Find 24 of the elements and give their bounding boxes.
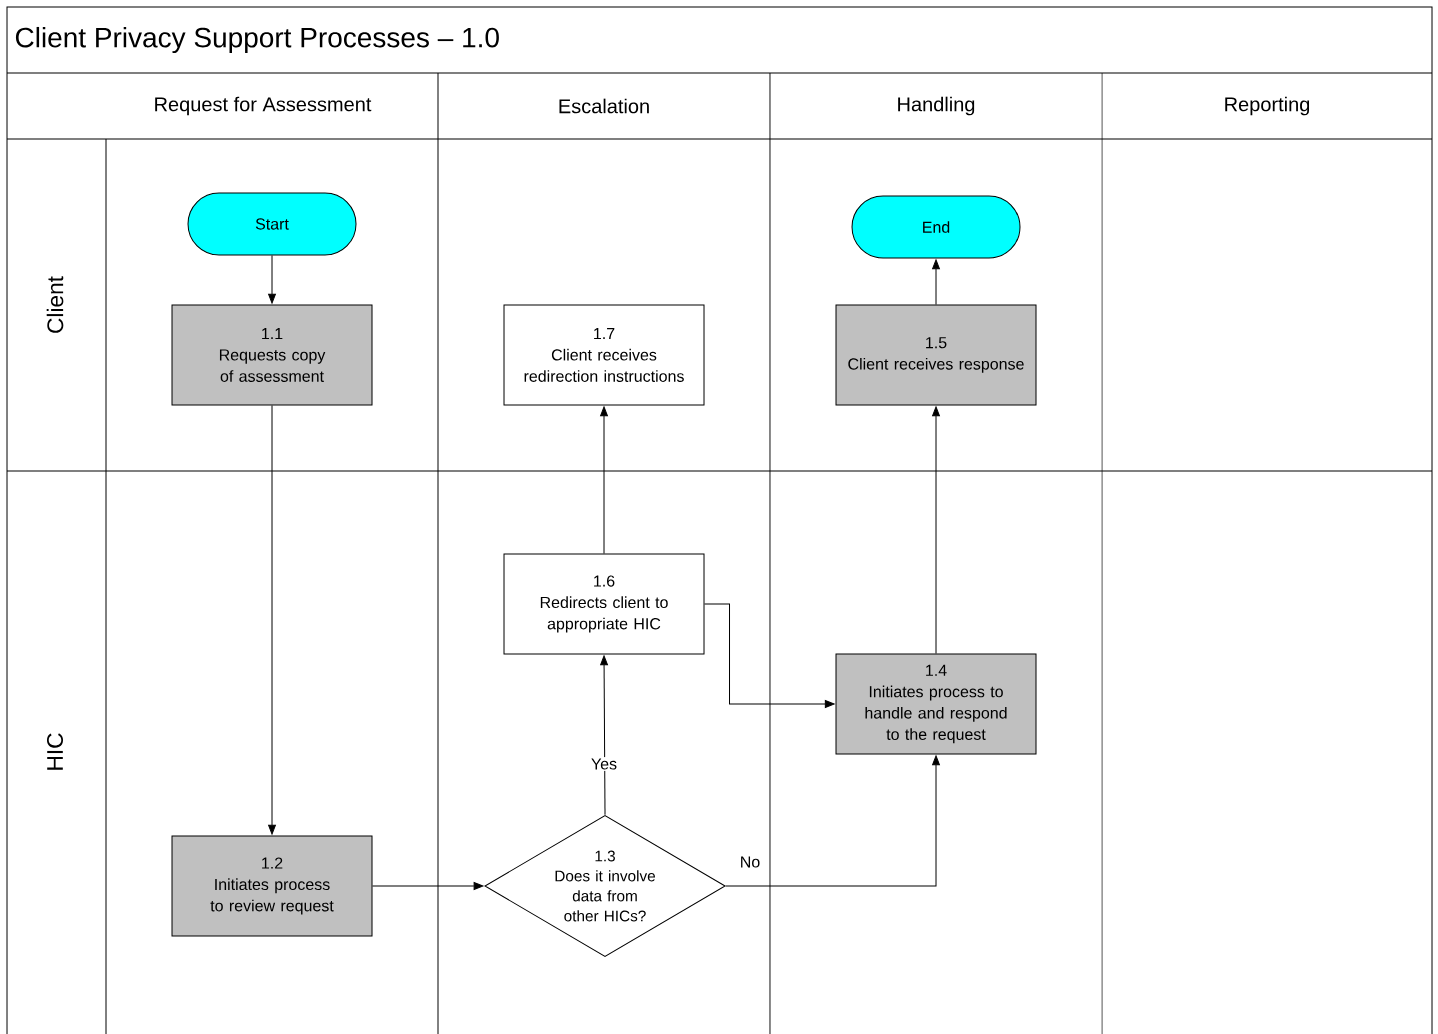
column-header: Escalation [559,98,649,114]
process-box: 1.6 Redirects client to appropriate HIC [503,553,705,655]
arrow [372,882,484,890]
arrow [932,406,940,654]
arrow [268,255,276,304]
process-box: 1.1 Requests copy of assessment [171,304,373,406]
arrow [932,259,940,305]
arrow [704,603,835,708]
process-box: 1.7 Client receives redirection instructions [503,304,705,406]
arrow [600,655,608,816]
process-box: 1.5 Client receives response [835,304,1037,406]
edge-label: No [738,855,762,869]
arrow [268,405,276,835]
lane-label: HIC [47,733,64,770]
column-header: Handling [898,96,975,116]
column-header: Reporting [1225,96,1310,116]
process-box: 1.2 Initiates process to review request [171,835,373,937]
edge-label: Yes [589,757,619,771]
lane-label: Client [46,276,64,333]
arrow [600,406,608,554]
process-box: 1.4 Initiates process to handle and respond to the request [835,653,1037,755]
column-header: Request for Assessment [155,96,372,116]
arrow [725,755,940,887]
title: Client Privacy Support Processes – 1.0 [15,26,499,54]
